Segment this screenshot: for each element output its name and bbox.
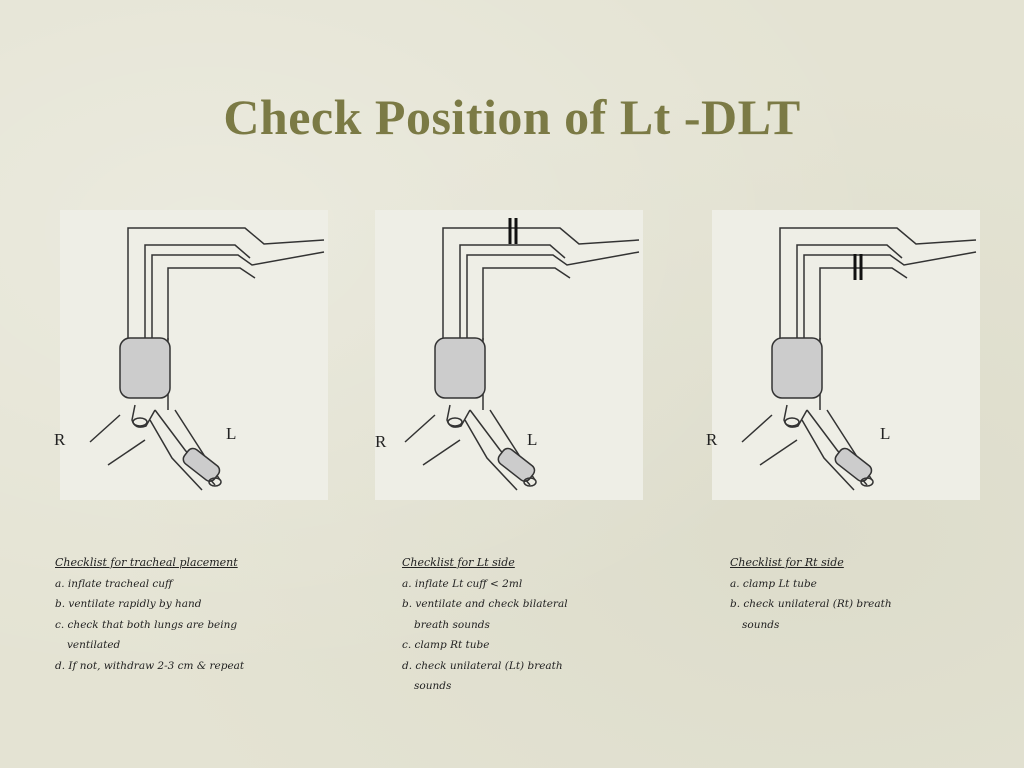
bronchial-cuff — [834, 447, 873, 482]
label-right-lung: R — [54, 430, 66, 449]
tracheal-cuff — [434, 337, 486, 399]
checklist-item: a. inflate tracheal cuff — [55, 577, 173, 590]
checklist-tracheal: Checklist for tracheal placement a. infl… — [55, 553, 244, 676]
label-left-lung: L — [880, 424, 891, 443]
checklist-item: b. ventilate and check bilateral — [402, 598, 568, 610]
label-left-lung: L — [527, 430, 538, 449]
tracheal-cuff — [771, 337, 823, 399]
checklist-item: b. ventilate rapidly by hand — [55, 598, 202, 610]
checklist-item: sounds — [742, 618, 780, 631]
label-right-lung: R — [706, 430, 718, 449]
slide-title: Check Position of Lt -DLT — [223, 89, 801, 145]
checklist-item: sounds — [414, 680, 452, 692]
dlt-tube-diagram — [404, 218, 640, 491]
clamp-mark — [508, 218, 518, 244]
checklist-left-side: Checklist for Lt side a. inflate Lt cuff… — [402, 553, 568, 697]
bronchial-cuff — [497, 447, 536, 482]
checklist-item: d. If not, withdraw 2-3 cm & repeat — [55, 659, 245, 672]
diagram-panel-3: R L — [706, 210, 980, 500]
tracheal-cuff — [119, 337, 171, 399]
checklist-item: breath sounds — [414, 618, 490, 631]
checklist-item: a. clamp Lt tube — [730, 577, 817, 590]
checklist-item: a. inflate Lt cuff < 2ml — [402, 577, 523, 590]
label-left-lung: L — [226, 424, 237, 443]
dlt-tube-diagram — [89, 227, 325, 491]
checklist-item: b. check unilateral (Rt) breath — [730, 598, 892, 610]
checklist-right-side: Checklist for Rt side a. clamp Lt tube b… — [730, 553, 892, 635]
checklist-item: c. clamp Rt tube — [402, 639, 490, 651]
checklist-item: d. check unilateral (Lt) breath — [402, 659, 563, 672]
checklist-item: c. check that both lungs are being — [55, 618, 238, 631]
bronchial-cuff — [182, 447, 221, 482]
checklist-heading: Checklist for Rt side — [730, 556, 844, 569]
dlt-tube-diagram — [741, 227, 977, 491]
diagram-panel-2: R L — [375, 210, 643, 500]
checklist-item: ventilated — [67, 639, 121, 651]
checklist-heading: Checklist for Lt side — [402, 556, 515, 569]
checklist-heading: Checklist for tracheal placement — [55, 556, 238, 569]
diagram-panel-1: R L — [54, 210, 328, 500]
clamp-mark — [853, 254, 863, 280]
label-right-lung: R — [375, 432, 387, 451]
